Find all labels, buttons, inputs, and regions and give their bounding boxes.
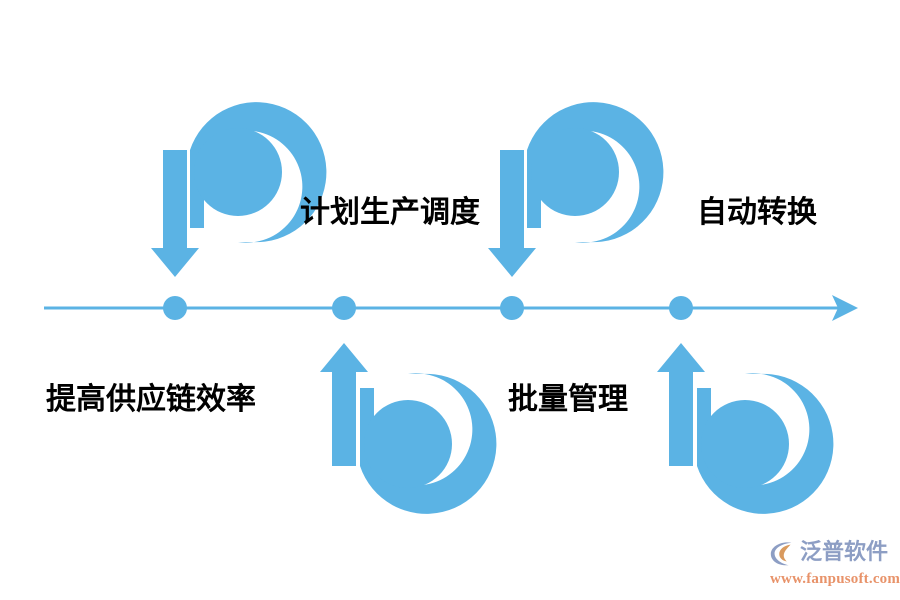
marker-b-below-node-4 <box>657 343 834 514</box>
timeline-label-supply-chain: 提高供应链效率 <box>46 382 256 417</box>
watermark-brand-text: 泛普软件 <box>800 540 889 565</box>
watermark: 泛普软件 www.fanpusoft.com <box>768 533 900 591</box>
watermark-url-text: www.fanpusoft.com <box>770 571 900 587</box>
timeline-node-dot[interactable] <box>500 296 524 320</box>
marker-b-below-node-2 <box>320 343 497 514</box>
watermark-logo-row: 泛普软件 <box>768 537 888 569</box>
timeline-label-auto-convert: 自动转换 <box>697 195 817 230</box>
timeline-label-batch-management: 批量管理 <box>508 382 628 417</box>
marker-p-above-node-1 <box>151 102 327 277</box>
marker-p-spiral-arm <box>190 102 327 243</box>
timeline-node-dot[interactable] <box>163 296 187 320</box>
timeline-arrow-head-icon <box>832 295 858 321</box>
fanpu-swirl-logo-icon <box>770 542 792 566</box>
marker-p-spiral-arm <box>527 102 664 243</box>
timeline-node-dot[interactable] <box>669 296 693 320</box>
marker-b-inner-disc <box>364 400 452 488</box>
marker-p-inner-disc <box>194 128 282 216</box>
timeline-node-dot[interactable] <box>332 296 356 320</box>
marker-b-up-arrow-icon <box>320 343 368 466</box>
marker-p-down-arrow-icon <box>488 150 536 277</box>
marker-p-above-node-3 <box>488 102 664 277</box>
marker-b-spiral-arm <box>360 373 497 514</box>
marker-b-inner-disc <box>701 400 789 488</box>
marker-p-down-arrow-icon <box>151 150 199 277</box>
marker-p-inner-disc <box>531 128 619 216</box>
timeline-nodes <box>163 296 693 320</box>
timeline-label-plan-production: 计划生产调度 <box>300 195 480 230</box>
marker-b-up-arrow-icon <box>657 343 705 466</box>
marker-b-spiral-arm <box>697 373 834 514</box>
